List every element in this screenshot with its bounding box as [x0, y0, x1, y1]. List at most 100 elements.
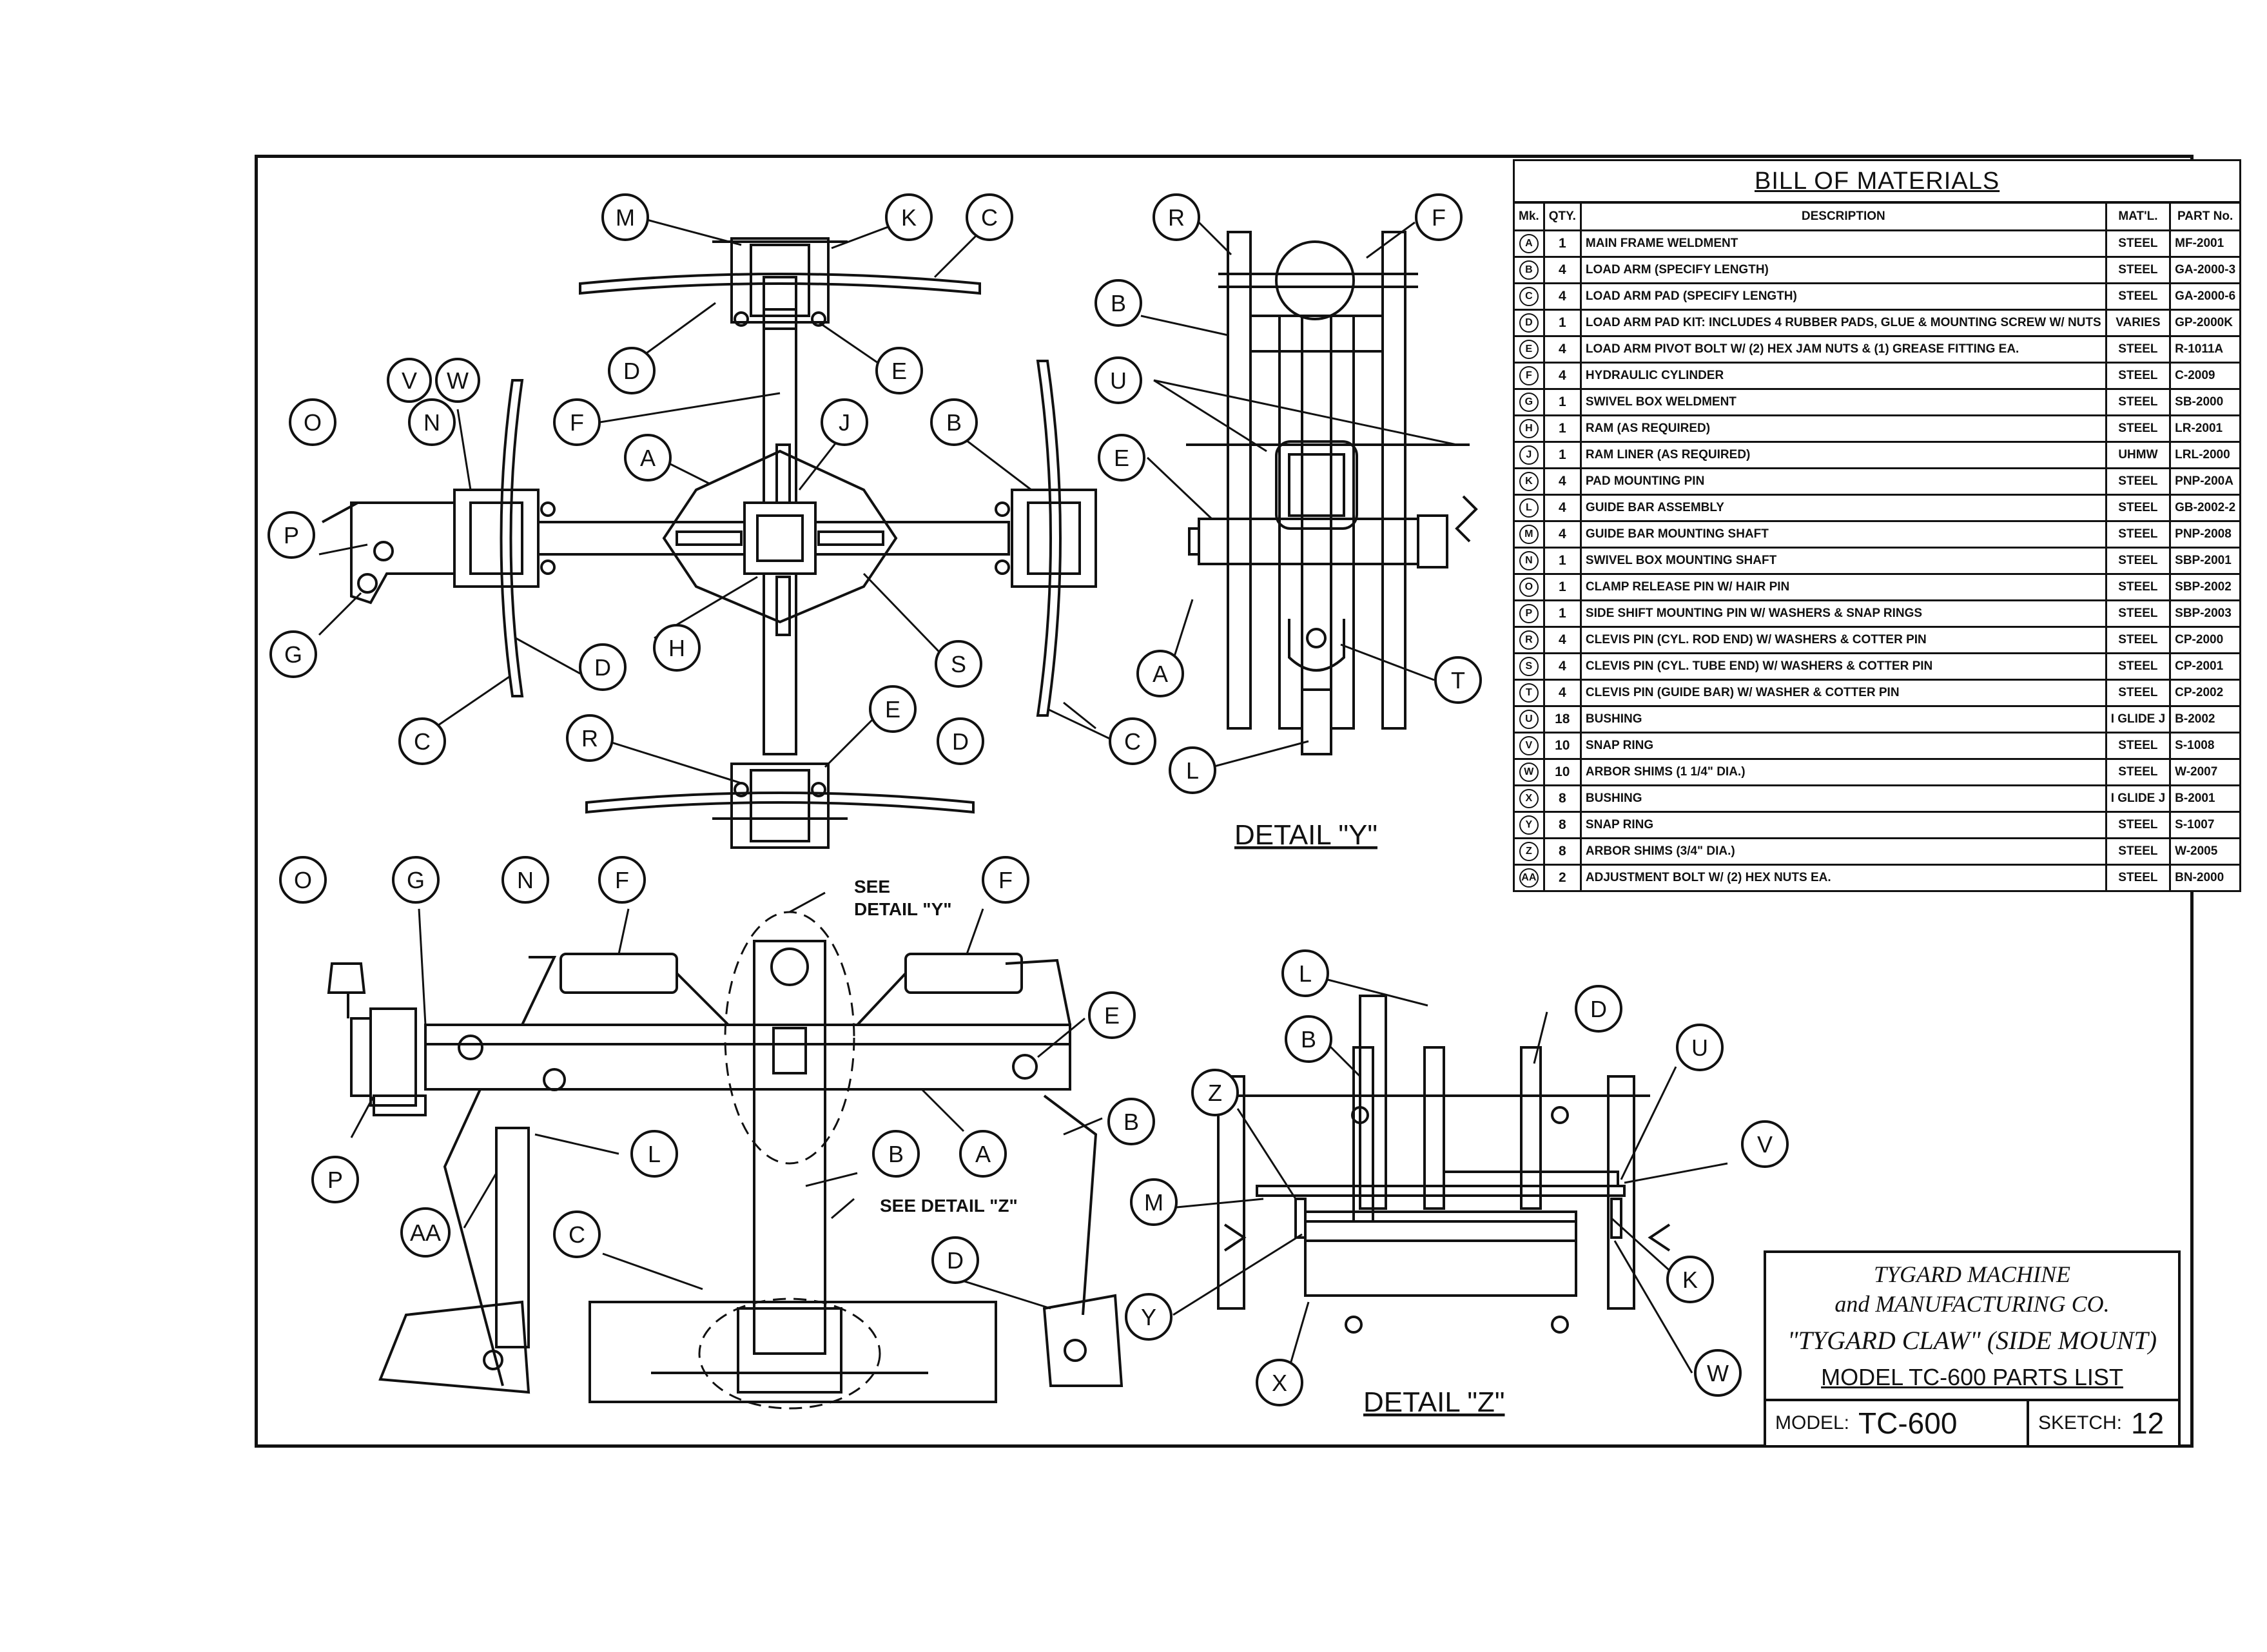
svg-text:G: G: [407, 867, 425, 893]
bom-cell-part-no: LRL-2000: [2169, 441, 2242, 469]
bom-cell-mark: L: [1513, 494, 1545, 522]
bom-cell-material: STEEL: [2105, 362, 2172, 390]
svg-text:M: M: [1144, 1189, 1163, 1216]
callout-f-side-left: F: [598, 856, 646, 904]
bom-cell-part-no: MF-2001: [2169, 229, 2242, 258]
bom-mark-circle: V: [1519, 736, 1539, 755]
callout-c-right: C: [1109, 717, 1156, 765]
svg-text:B: B: [888, 1141, 904, 1167]
svg-text:D: D: [623, 358, 640, 384]
bom-cell-part-no: B-2001: [2169, 784, 2242, 813]
bom-cell-description: LOAD ARM (SPECIFY LENGTH): [1579, 256, 2107, 284]
bom-cell-description: GUIDE BAR ASSEMBLY: [1579, 494, 2107, 522]
bom-cell-description: CLEVIS PIN (GUIDE BAR) w/ WASHER & COTTE…: [1579, 679, 2107, 707]
bom-cell-qty: 1: [1542, 414, 1582, 443]
detail-y-title: DETAIL "Y": [1234, 819, 1377, 851]
bom-cell-qty: 4: [1542, 362, 1582, 390]
svg-text:W: W: [1707, 1360, 1729, 1386]
svg-text:F: F: [998, 867, 1013, 893]
bom-cell-part-no: LR-2001: [2169, 414, 2242, 443]
bom-title: BILL OF MATERIALS: [1512, 159, 2242, 204]
callout-r-detail-y: R: [1153, 193, 1200, 241]
svg-text:B: B: [1301, 1026, 1316, 1053]
bom-cell-part-no: GP-2000K: [2169, 309, 2242, 337]
bom-cell-part-no: C-2009: [2169, 362, 2242, 390]
bom-cell-mark: V: [1513, 732, 1545, 760]
bom-cell-mark: X: [1513, 784, 1545, 813]
bom-cell-mark: G: [1513, 388, 1545, 416]
callout-p-top: P: [268, 511, 315, 559]
svg-text:N: N: [423, 409, 440, 436]
bom-mark-circle: J: [1519, 445, 1539, 465]
bom-mark-circle: O: [1519, 578, 1539, 597]
bom-mark-circle: U: [1519, 710, 1539, 729]
bom-cell-description: SWIVEL BOX WELDMENT: [1579, 388, 2107, 416]
bom-cell-mark: M: [1513, 520, 1545, 549]
bom-mark-circle: A: [1519, 234, 1539, 253]
bom-cell-material: STEEL: [2105, 335, 2172, 364]
callout-b-top: B: [930, 398, 978, 446]
bom-cell-material: UHMW: [2105, 441, 2172, 469]
bom-cell-part-no: B-2002: [2169, 705, 2242, 734]
svg-text:Y: Y: [1141, 1304, 1156, 1330]
callout-x-detail-z: X: [1256, 1359, 1303, 1406]
callout-b-detail-y: B: [1095, 279, 1142, 327]
svg-text:M: M: [616, 204, 635, 231]
svg-text:N: N: [517, 867, 534, 893]
bom-cell-description: LOAD ARM PAD (SPECIFY LENGTH): [1579, 282, 2107, 311]
svg-text:P: P: [284, 522, 299, 549]
svg-text:C: C: [1124, 728, 1141, 755]
bom-cell-qty: 1: [1542, 229, 1582, 258]
callout-d-detail-z: D: [1575, 985, 1622, 1033]
bom-cell-qty: 4: [1542, 494, 1582, 522]
bom-cell-material: STEEL: [2105, 758, 2172, 786]
bom-cell-mark: AA: [1513, 864, 1545, 892]
callout-c-left: C: [398, 717, 446, 765]
bom-cell-part-no: PNP-200A: [2169, 467, 2242, 496]
callout-y-detail-z: Y: [1125, 1293, 1172, 1341]
callout-d-top: D: [608, 347, 656, 394]
callout-aa-side: AA: [400, 1207, 451, 1258]
svg-text:O: O: [304, 409, 322, 436]
bom-cell-material: STEEL: [2105, 256, 2172, 284]
svg-text:E: E: [885, 696, 900, 723]
bom-cell-material: STEEL: [2105, 388, 2172, 416]
bom-cell-description: MAIN FRAME WELDMENT: [1579, 229, 2107, 258]
bom-cell-description: RAM LINER (AS REQUIRED): [1579, 441, 2107, 469]
bom-mark-circle: Y: [1519, 815, 1539, 835]
svg-text:L: L: [648, 1141, 661, 1167]
callout-j-top: J: [821, 398, 868, 446]
svg-text:R: R: [581, 725, 598, 752]
svg-text:J: J: [839, 409, 850, 436]
detail-z-view: [1205, 995, 1671, 1334]
bom-cell-qty: 4: [1542, 282, 1582, 311]
svg-text:E: E: [891, 358, 907, 384]
callout-l-side: L: [630, 1130, 678, 1178]
bill-of-materials-table: BILL OF MATERIALS Mk. QTY. DESCRIPTION M…: [1512, 159, 2242, 892]
bom-cell-mark: Z: [1513, 837, 1545, 866]
bom-cell-part-no: SB-2000: [2169, 388, 2242, 416]
see-detail-y-note-line1: SEE: [854, 877, 890, 897]
bom-cell-material: STEEL: [2105, 811, 2172, 839]
svg-text:T: T: [1451, 667, 1465, 694]
bom-cell-part-no: W-2005: [2169, 837, 2242, 866]
callout-k-detail-z: K: [1666, 1256, 1714, 1303]
callout-z-detail-z: Z: [1191, 1069, 1239, 1116]
bom-cell-mark: H: [1513, 414, 1545, 443]
bom-cell-part-no: R-1011A: [2169, 335, 2242, 364]
callout-w-detail-z: W: [1694, 1349, 1742, 1397]
bom-mark-circle: N: [1519, 551, 1539, 570]
bom-cell-part-no: S-1008: [2169, 732, 2242, 760]
callout-c-side: C: [553, 1210, 601, 1258]
product-name: "TYGARD CLAW" (SIDE MOUNT): [1787, 1326, 2157, 1355]
bom-cell-qty: 4: [1542, 256, 1582, 284]
bom-cell-description: GUIDE BAR MOUNTING SHAFT: [1579, 520, 2107, 549]
svg-text:D: D: [952, 728, 969, 755]
